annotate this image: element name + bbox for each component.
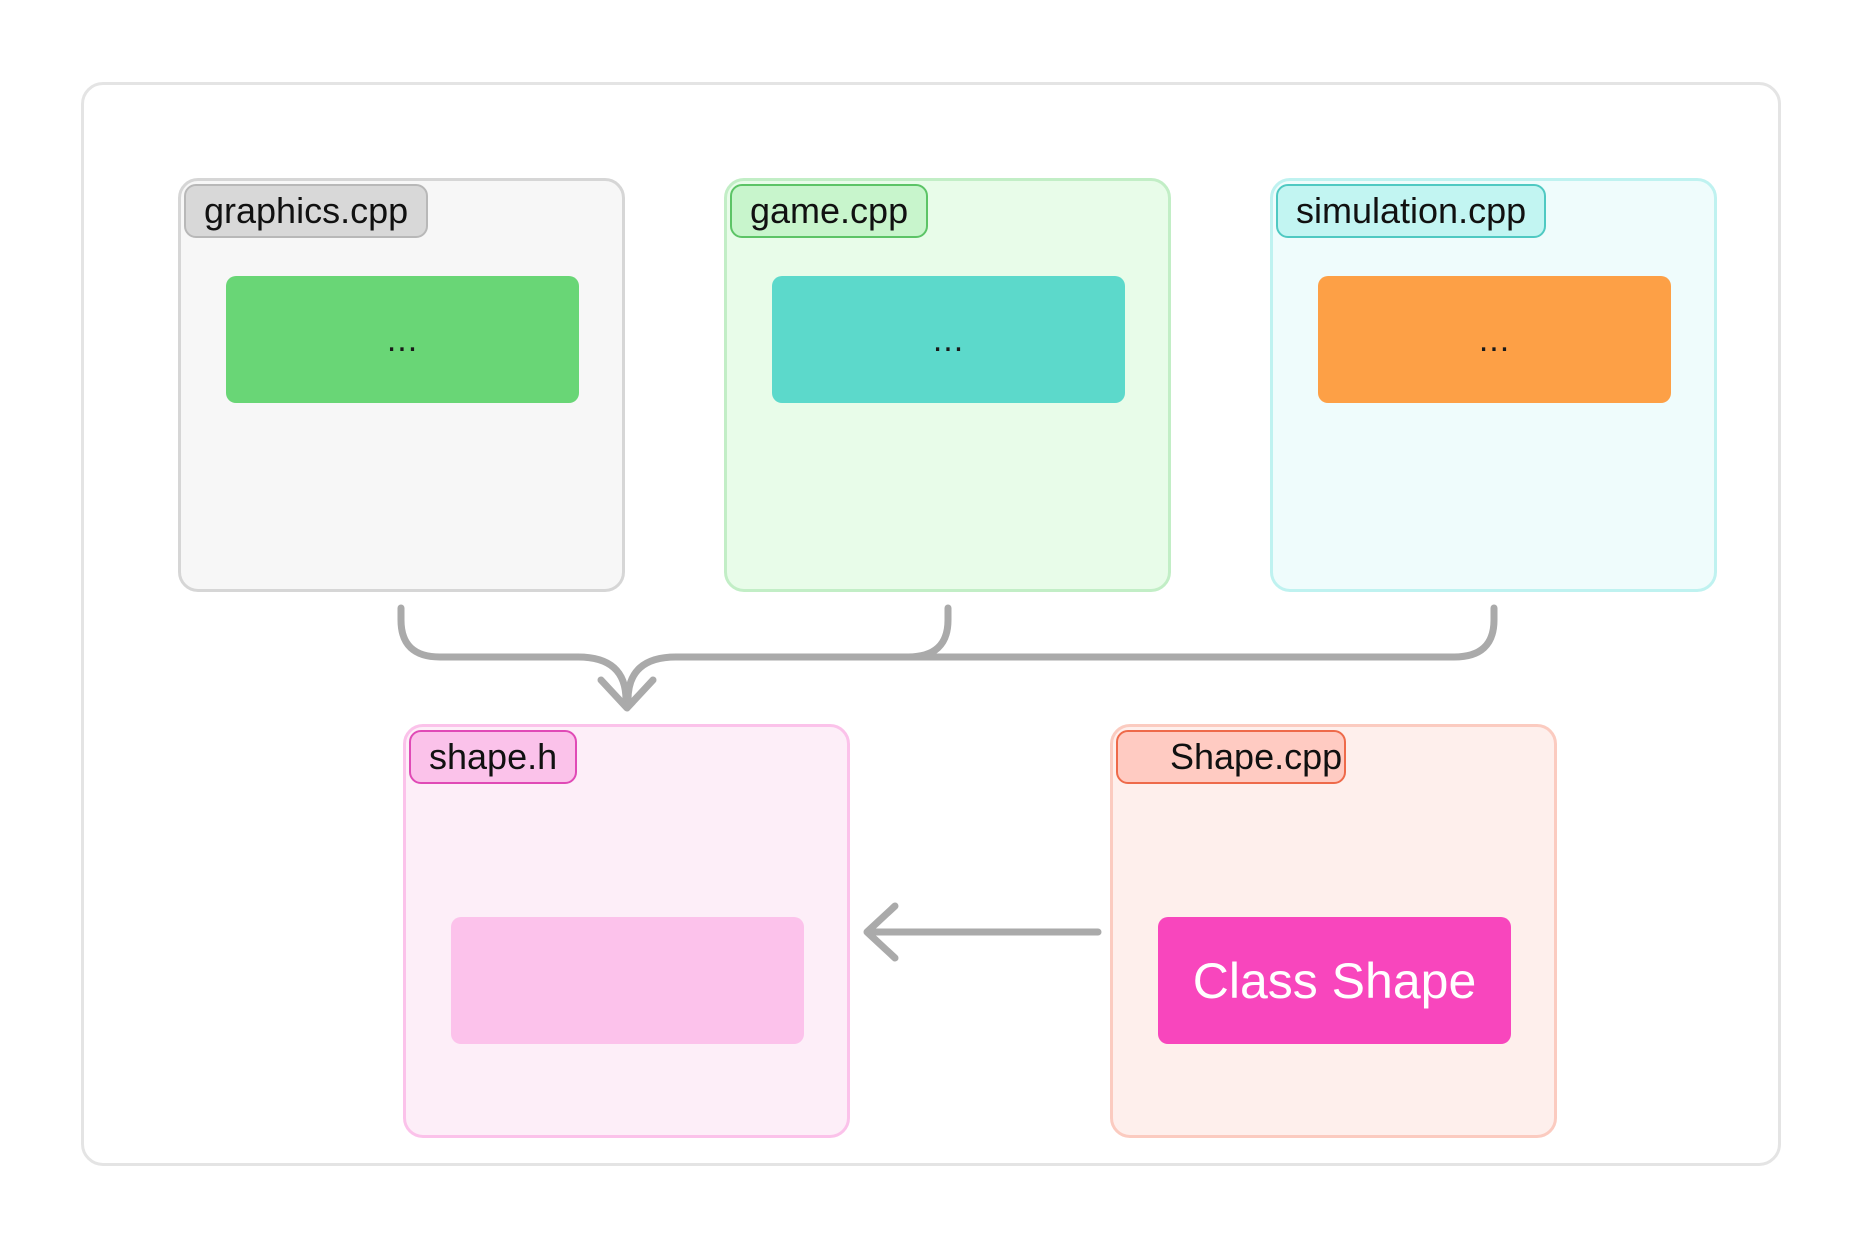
file-tab-simulation: simulation.cpp <box>1276 184 1547 238</box>
arrow-simulation-to-shape-h <box>904 604 1498 661</box>
file-tab-game: game.cpp <box>730 184 929 238</box>
arrowhead-into-shape-h <box>597 676 657 712</box>
ellipsis-text: ... <box>386 320 419 359</box>
class-shape-block: Class Shape <box>1158 917 1511 1044</box>
file-box-simulation: simulation.cpp ... <box>1270 178 1717 592</box>
file-tab-shape-cpp: Shape.cpp <box>1116 730 1346 784</box>
code-block-shape-h <box>451 917 804 1044</box>
ellipsis-text: ... <box>1478 320 1511 359</box>
file-box-shape-h: shape.h <box>403 724 850 1138</box>
code-block-simulation: ... <box>1318 276 1671 403</box>
file-box-shape-cpp: Shape.cpp Class Shape <box>1110 724 1557 1138</box>
arrowhead-into-shape-h-side <box>863 902 899 962</box>
code-block-graphics: ... <box>226 276 579 403</box>
arrow-game-to-shape-h <box>624 604 952 709</box>
file-tab-graphics: graphics.cpp <box>184 184 429 238</box>
file-tab-shape-h: shape.h <box>409 730 578 784</box>
ellipsis-text: ... <box>932 320 965 359</box>
file-box-game: game.cpp ... <box>724 178 1171 592</box>
file-box-graphics: graphics.cpp ... <box>178 178 625 592</box>
arrow-graphics-to-shape-h <box>397 604 630 709</box>
code-block-game: ... <box>772 276 1125 403</box>
class-shape-label: Class Shape <box>1192 952 1477 1009</box>
